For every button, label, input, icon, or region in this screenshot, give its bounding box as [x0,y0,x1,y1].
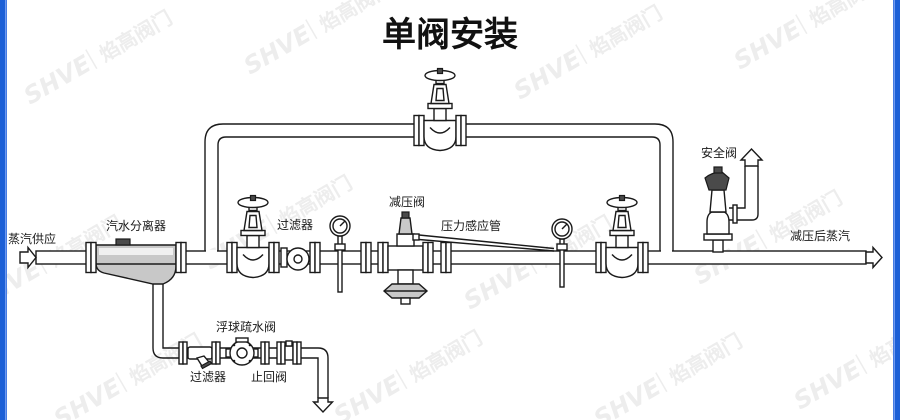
separator-inlet-flange [85,241,97,274]
bypass-junction-left [206,249,217,253]
bypass-valve-flange-right [455,114,467,147]
separator-top-boss [115,238,131,246]
strainer-plug [293,254,303,264]
right-border-highlight [893,0,895,420]
drain-flange-1 [178,341,188,365]
bypass-junction-right [661,249,672,253]
drain-check-valve [276,340,302,365]
safety-valve [703,147,764,253]
gauge-fitting [556,243,568,251]
prv-spring-housing [398,217,413,235]
watermark-separator [85,49,98,70]
safety-valve-riser [712,239,724,253]
gauge-fitting [334,243,346,251]
strainer-body [286,247,310,271]
trap-top-cap [235,337,249,343]
float-steam-trap [225,337,259,366]
gauge-needle [561,223,568,230]
separator-outlet-flange [175,241,187,274]
trap-bolt [232,343,236,347]
discharge-arrow-icon [739,147,764,167]
strainer-outlet-flange [309,241,321,274]
trap-float-chamber [236,347,248,359]
watermark-separator [575,44,588,65]
trap-bolt [248,359,252,363]
prv-adjusting-cap [401,211,410,219]
bypass-valve-flange-left [413,114,425,147]
label-safety-valve: 安全阀 [701,145,737,160]
pressure-sensing-line [418,234,555,252]
check-valve-bonnet [285,340,293,347]
watermark-separator [855,354,868,375]
watermark-separator [755,229,768,250]
prv-inlet-flange [377,241,389,274]
prv-body [387,245,424,271]
label-strainer-main: 过滤器 [277,218,313,232]
gauge-face [554,221,570,237]
label-check-valve: 止回阀 [251,370,287,384]
prv-downstream-flange [440,241,452,274]
drain-flange-3 [260,341,270,365]
page-title: 单阀安装 [382,15,518,55]
gauge-needle [339,220,346,227]
label-float-trap: 浮球疏水阀 [216,319,276,334]
trap-bolt [232,359,236,363]
label-reduced-steam: 减压后蒸汽 [790,228,850,243]
safety-valve-outlet-flange [732,204,738,224]
trap-bolt [248,343,252,347]
safety-valve-knob [713,166,723,174]
label-reducing-valve: 减压阀 [389,195,425,209]
prv-lower-neck [397,269,414,285]
right-border [893,0,900,420]
label-steam-supply: 蒸汽供应 [8,231,56,246]
safety-valve-body [706,211,730,235]
inlet-valve-flange-right [268,241,280,274]
outlet-pressure-gauge [551,218,573,288]
label-separator: 汽水分离器 [106,218,166,233]
strainer-inlet-boss [280,247,288,268]
drain-flange-2 [211,341,221,365]
check-valve-body [284,345,294,361]
safety-valve-base-flange [703,233,733,241]
prv-outlet-flange [422,241,434,274]
left-border-highlight [5,0,7,420]
prv-sensing-port [412,233,420,241]
watermark-separator [305,19,318,40]
inlet-valve-flange-left [226,241,238,274]
watermark-separator [265,214,278,235]
label-strainer-drain: 过滤器 [190,370,226,384]
separator-highlight [99,248,173,255]
drain-pipe-outer-line [152,283,319,398]
prv-bottom-cap [400,297,411,305]
label-sensing-pipe: 压力感应管 [441,218,501,233]
prv-upstream-flange [360,241,372,274]
check-valve-flange-right [292,341,302,365]
drain-pipe-inner-line [162,283,329,398]
outlet-arrow-icon [865,245,883,270]
watermark-separator [795,14,808,35]
drain-outlet-arrow-icon [311,397,335,414]
check-valve-flange-left [276,341,286,365]
main-strainer [280,247,310,271]
watermark-separator [655,372,668,393]
watermark-separator [115,372,128,393]
pressure-reducing-valve [382,211,429,305]
inlet-arrow-icon [19,245,37,270]
left-border [0,0,7,420]
prv-bonnet [396,233,415,247]
outlet-valve-flange-left [595,241,607,274]
watermark-separator [395,369,408,390]
safety-valve-spring-housing [709,189,727,213]
gauge-face [332,218,348,234]
outlet-valve-flange-right [637,241,649,274]
inlet-pressure-gauge [329,215,351,293]
